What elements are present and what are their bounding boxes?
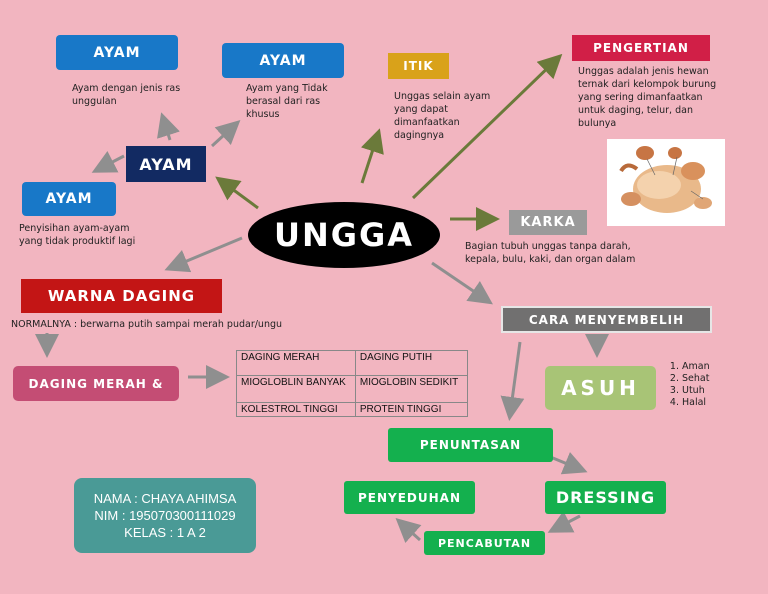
asuh-item-halal: Halal: [682, 397, 710, 409]
central-topic: UNGGA: [248, 202, 440, 268]
arrow-to-pengertian: [411, 53, 563, 200]
chicken-parts-illustration: [619, 146, 712, 213]
ayam-ras-note: Ayam dengan jenis ras unggulan: [72, 83, 181, 107]
table-cell: DAGING PUTIH: [354, 350, 469, 376]
arrow-to-ayam-main: [215, 176, 259, 210]
ayam-ras-node: AYAM: [56, 35, 178, 70]
dressing-label: DRESSING: [555, 488, 656, 507]
arrow-penuntasan-to-dressing: [547, 452, 588, 475]
asuh-label: ASUH: [561, 376, 640, 400]
table-row: KOLESTROL TINGGI PROTEIN TINGGI: [236, 402, 469, 417]
itik-label: ITIK: [403, 59, 434, 73]
karkas-label: KARKA: [520, 215, 576, 230]
asuh-item-aman: Aman: [682, 361, 710, 373]
student-name: NAMA : CHAYA AHIMSA: [93, 491, 237, 506]
arrow-ayam-to-afkir: [91, 151, 125, 173]
asuh-criteria-list: Aman Sehat Utuh Halal: [664, 361, 710, 409]
warna-daging-node: WARNA DAGING: [21, 279, 222, 313]
arrow-ayam-to-bukan-ras: [210, 119, 241, 148]
pencabutan-node: PENCABUTAN: [424, 531, 545, 555]
dressing-node: DRESSING: [545, 481, 666, 514]
central-topic-label: UNGGA: [273, 216, 415, 254]
ayam-afkir-label: AYAM: [45, 191, 93, 207]
karkas-note: Bagian tubuh unggas tanpa darah, kepala,…: [465, 241, 636, 265]
penyeduhan-node: PENYEDUHAN: [344, 481, 475, 514]
penuntasan-label: PENUNTASAN: [419, 438, 522, 452]
pengertian-label: PENGERTIAN: [593, 41, 689, 55]
warna-daging-label: WARNA DAGING: [47, 287, 196, 305]
student-kelas: KELAS : 1 A 2: [124, 525, 206, 540]
itik-note: Unggas selain ayam yang dapat dimanfaatk…: [394, 91, 491, 141]
table-row: DAGING MERAH DAGING PUTIH: [236, 350, 469, 376]
ayam-bukan-ras-node: AYAM: [222, 43, 344, 78]
asuh-item-sehat: Sehat: [682, 373, 710, 385]
student-info-box: NAMA : CHAYA AHIMSA NIM : 19507030011102…: [74, 478, 256, 553]
table-cell: PROTEIN TINGGI: [354, 402, 469, 417]
asuh-node: ASUH: [545, 366, 656, 410]
arrow-dressing-to-pencabutan: [547, 511, 581, 533]
arrow-to-itik: [360, 128, 384, 184]
pengertian-note: Unggas adalah jenis hewan ternak dari ke…: [578, 66, 717, 129]
cara-menyembelih-node: CARA MENYEMBELIH: [501, 306, 712, 333]
table-cell: DAGING MERAH: [236, 350, 356, 376]
ayam-bukan-ras-label: AYAM: [259, 52, 307, 69]
student-nim: NIM : 195070300111029: [94, 508, 236, 523]
table-cell: MIOGLOBIN SEDIKIT: [354, 375, 469, 403]
penyeduhan-label: PENYEDUHAN: [358, 490, 461, 505]
ayam-afkir-node: AYAM: [22, 182, 116, 216]
pengertian-node: PENGERTIAN: [572, 35, 710, 61]
arrow-ayam-to-ras: [157, 112, 180, 141]
cara-menyembelih-label: CARA MENYEMBELIH: [528, 312, 685, 327]
ayam-bukan-ras-note: Ayam yang Tidak berasal dari ras khusus: [246, 83, 328, 120]
ayam-afkir-note: Penyisihan ayam-ayam yang tidak produkti…: [19, 223, 136, 247]
chicken-carcass-image: [607, 139, 725, 226]
pencabutan-label: PENCABUTAN: [437, 536, 532, 550]
arrow-to-warna: [164, 236, 243, 273]
ayam-main-label: AYAM: [139, 154, 193, 174]
arrow-cara-to-penuntasan: [500, 341, 525, 421]
daging-merah-label: DAGING MERAH &: [28, 376, 164, 391]
ayam-ras-label: AYAM: [93, 44, 141, 61]
arrow-to-cara: [431, 261, 493, 305]
warna-daging-note: NORMALNYA : berwarna putih sampai merah …: [11, 319, 283, 330]
daging-merah-node: DAGING MERAH &: [13, 366, 179, 401]
arrow-pencabutan-to-penyeduhan: [395, 517, 422, 543]
table-cell: MIOGLOBLIN BANYAK: [236, 375, 356, 403]
table-row: MIOGLOBLIN BANYAK MIOGLOBIN SEDIKIT: [236, 375, 469, 403]
itik-node: ITIK: [388, 53, 449, 79]
asuh-item-utuh: Utuh: [682, 385, 710, 397]
ayam-main-node: AYAM: [126, 146, 206, 182]
daging-comparison-table: DAGING MERAH DAGING PUTIH MIOGLOBLIN BAN…: [236, 350, 469, 417]
table-cell: KOLESTROL TINGGI: [236, 402, 356, 417]
penuntasan-node: PENUNTASAN: [388, 428, 553, 462]
karkas-node: KARKA: [509, 210, 587, 235]
